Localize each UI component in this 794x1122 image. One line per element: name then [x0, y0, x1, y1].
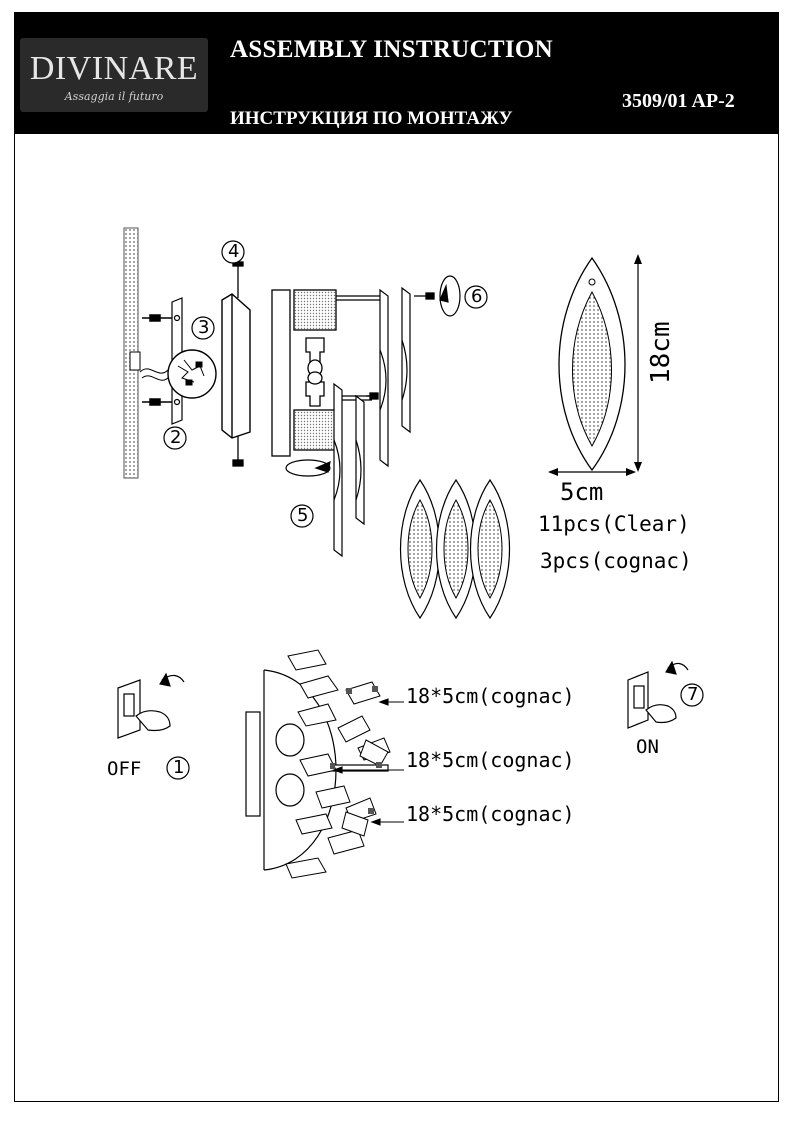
- height-dimension-label: 18cm: [646, 321, 676, 384]
- step-number-5: 5: [297, 505, 309, 526]
- leaf-dark-tips: [330, 686, 382, 814]
- switch-off-illustration: [117, 672, 185, 739]
- glass-panels-side: [333, 286, 411, 558]
- brand-tagline: Assaggia il futuro: [64, 90, 164, 103]
- step-number-2: 2: [170, 427, 182, 448]
- glass-leaf-large: [548, 254, 642, 476]
- switch-on-illustration: [627, 660, 689, 729]
- brand-logo: DIVINARE Assaggia il futuro: [20, 38, 208, 112]
- cognac-label-middle: 18*5cm(cognac): [406, 748, 575, 772]
- panel-screws: [366, 292, 435, 400]
- leader-lines: [332, 698, 404, 826]
- cognac-label-top: 18*5cm(cognac): [406, 684, 575, 708]
- title-russian: ИНСТРУКЦИЯ ПО МОНТАЖУ: [230, 108, 513, 129]
- wire-connector: [139, 349, 217, 399]
- off-label: OFF: [107, 758, 142, 780]
- rotate-arrow-6: [439, 275, 461, 317]
- wall: [123, 227, 141, 479]
- width-dimension-label: 5cm: [560, 478, 604, 506]
- clear-quantity-label: 11pcs(Clear): [538, 512, 690, 536]
- on-label: ON: [636, 736, 659, 758]
- step-number-6: 6: [471, 286, 483, 307]
- page-frame: [14, 12, 779, 1102]
- top-screw: [232, 261, 244, 467]
- rotate-arrow-5: [285, 459, 331, 477]
- step-circles: [163, 240, 704, 780]
- brand-name: DIVINARE: [29, 50, 199, 87]
- title-english: ASSEMBLY INSTRUCTION: [230, 36, 553, 63]
- wall-screws: [142, 314, 172, 406]
- canopy-plate: [221, 293, 251, 439]
- cognac-label-bottom: 18*5cm(cognac): [406, 802, 575, 826]
- assembled-leaves: [285, 649, 391, 879]
- step-number-7: 7: [687, 684, 699, 705]
- cognac-quantity-label: 3pcs(cognac): [540, 549, 692, 573]
- step-number-3: 3: [198, 317, 210, 338]
- lamp-body: [271, 289, 388, 457]
- model-number: 3509/01 AP-2: [622, 90, 735, 112]
- glass-leaves-small: [400, 478, 510, 620]
- step-number-4: 4: [228, 241, 240, 262]
- step-number-1: 1: [173, 757, 185, 778]
